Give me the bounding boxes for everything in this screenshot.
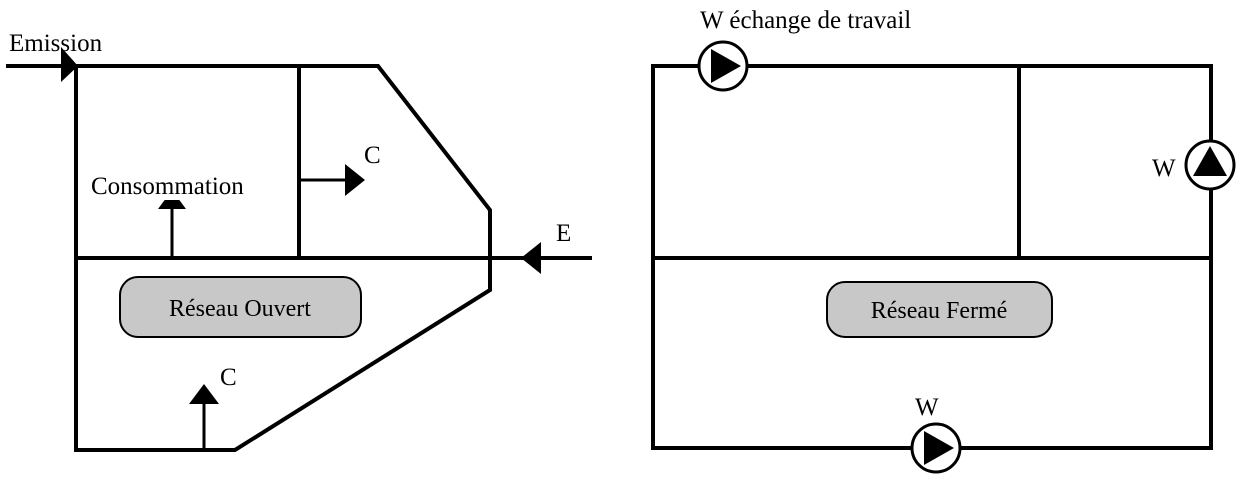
- pump-bottom-icon: [910, 422, 962, 474]
- c-top-arrow-icon: [345, 164, 365, 196]
- pump-bottom-label: W: [915, 394, 939, 421]
- emission-label: Emission: [9, 30, 103, 57]
- closed-network-pill: [826, 281, 1053, 338]
- open-network-outline: [6, 64, 492, 452]
- pump-top-label: W échange de travail: [700, 7, 911, 34]
- open-network-diagram: Réseau Ouvert Emission Consommation C E …: [6, 30, 592, 452]
- consumption-label: Consommation: [91, 173, 244, 200]
- open-network-label: Réseau Ouvert: [169, 296, 311, 322]
- e-arrow-icon: [521, 242, 541, 274]
- emission-arrow-icon: [61, 47, 78, 82]
- c-bottom-label: C: [220, 364, 237, 391]
- c-top-label: C: [364, 142, 381, 169]
- pump-right-icon: [1184, 139, 1236, 191]
- closed-network-label: Réseau Fermé: [871, 298, 1008, 324]
- pump-top-icon: [697, 40, 749, 92]
- consumption-label-bg: [90, 168, 286, 200]
- open-network-pill: [119, 276, 362, 338]
- c-bottom-arrow-icon: [189, 384, 219, 404]
- pump-right-label: W: [1152, 155, 1176, 182]
- e-label: E: [556, 220, 571, 247]
- closed-network-diagram: Réseau Fermé W échange de travail W W: [651, 7, 1236, 474]
